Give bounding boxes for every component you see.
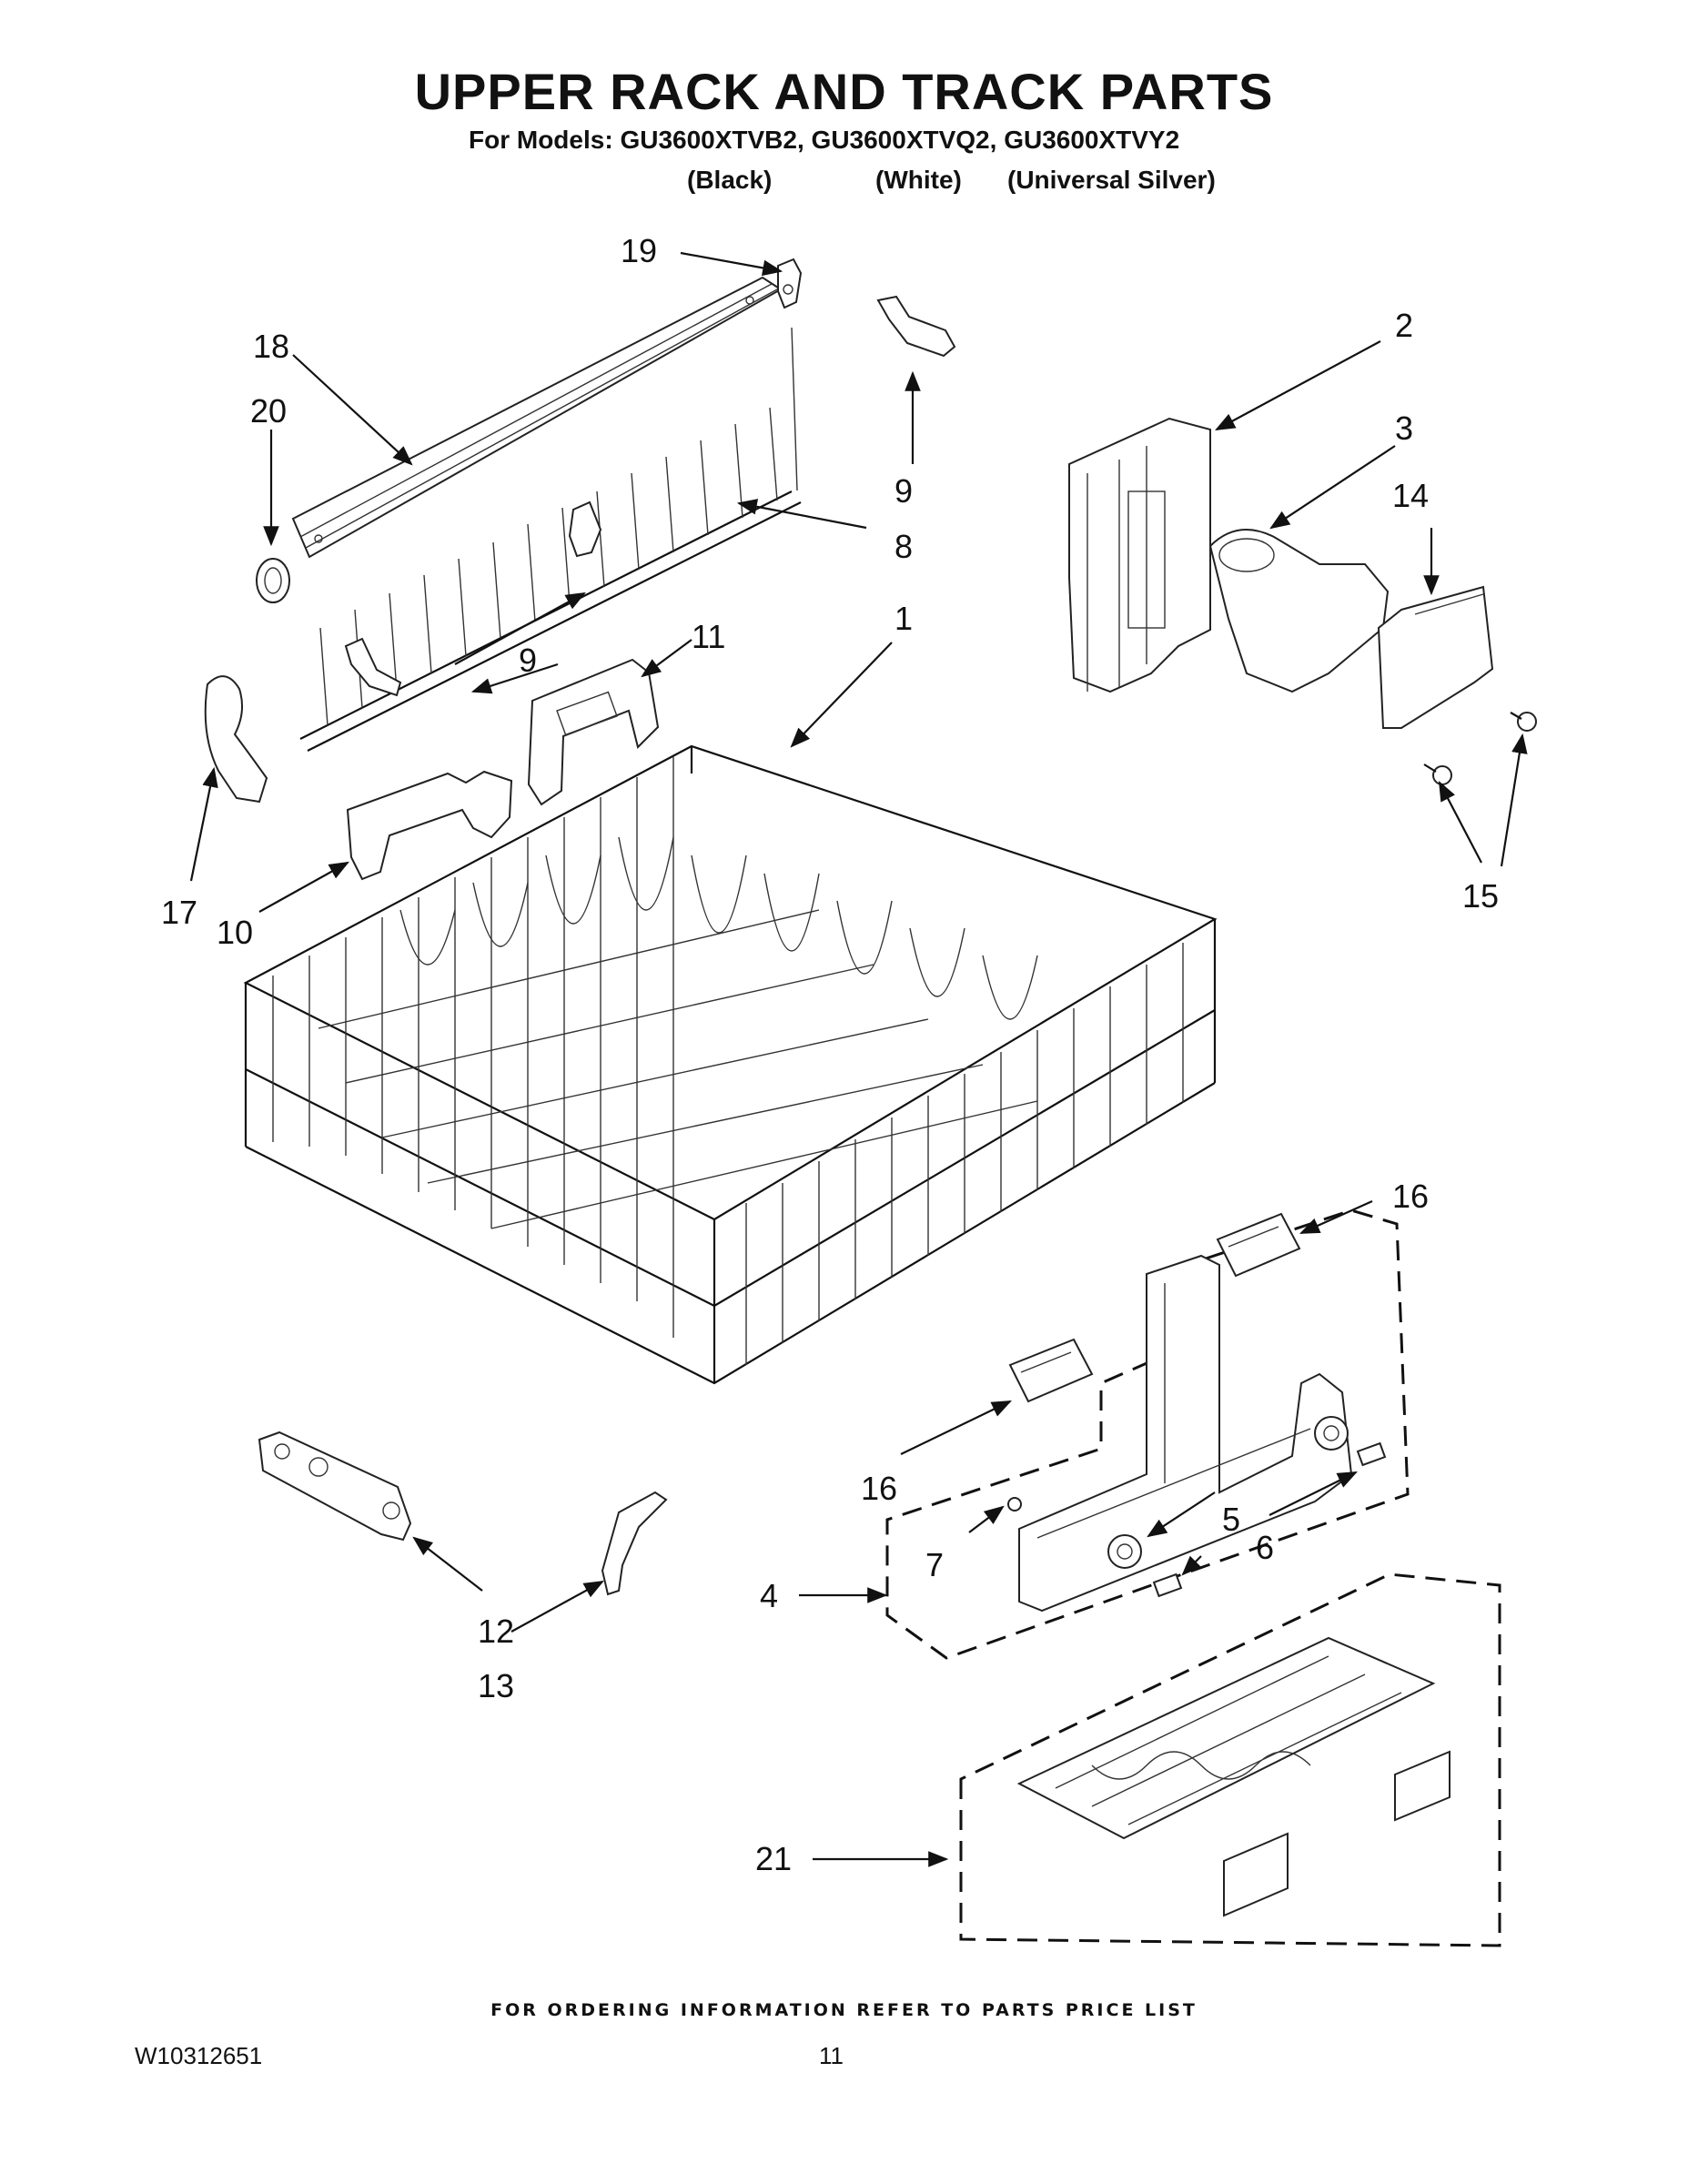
clip-part-13 [601,1491,668,1596]
page-title: UPPER RACK AND TRACK PARTS [414,63,1274,120]
callout-4: 4 [760,1577,778,1614]
tine-row-part [299,327,802,752]
rack-rail-part [291,276,783,559]
callout-12: 12 [478,1613,514,1650]
slide-part-16a [1216,1212,1301,1278]
washer-part-7 [1007,1497,1022,1512]
cover-part-14 [1377,585,1494,729]
leader-lines [189,251,1528,1867]
callout-15: 15 [1462,877,1499,915]
bracket-part-10 [346,770,513,881]
pin-part-6 [1152,1441,1387,1598]
callout-labels: 19 18 20 9 8 2 3 14 11 1 9 17 10 15 16 1… [161,232,1499,1877]
variant-black: (Black) [687,166,773,194]
end-cap-part [256,558,290,603]
models-line: For Models: GU3600XTVB2, GU3600XTVQ2, GU… [469,126,1180,154]
callout-7: 7 [925,1546,944,1583]
callout-9-mid: 9 [519,642,537,679]
rail-clip-part [777,258,803,309]
callout-8: 8 [895,528,913,565]
track-assembly-boundary [885,1208,1410,1660]
slide-part-16b [1008,1338,1094,1403]
shelf-assembly-boundary [959,1572,1501,1947]
roller-assembly-part-12 [258,1431,412,1542]
variant-white: (White) [875,166,962,194]
callout-18: 18 [253,328,289,365]
tine-clip-part-top [876,295,956,358]
document-number: W10312651 [135,2042,263,2069]
upper-rack-basket [243,744,1218,1385]
track-housing-part-2 [1068,417,1211,693]
page-number: 11 [819,2042,844,2069]
callout-21: 21 [755,1840,792,1877]
callout-17: 17 [161,894,197,931]
callout-19: 19 [621,232,657,269]
wheel-part-5 [1107,1416,1349,1569]
callout-16-upper: 16 [1392,1178,1429,1215]
variant-universal-silver: (Universal Silver) [1007,166,1216,194]
callout-10: 10 [217,914,253,951]
callout-20: 20 [250,392,287,430]
adjuster-part-3 [1208,529,1390,693]
cup-shelf-part-21 [1016,1636,1450,1917]
callout-6: 6 [1256,1529,1274,1566]
callout-3: 3 [1395,410,1413,447]
model-list: For Models: GU3600XTVB2, GU3600XTVQ2, GU… [0,126,1688,207]
callout-2: 2 [1395,307,1413,344]
bracket-part-11 [527,658,660,806]
callout-9-top: 9 [895,472,913,510]
callout-16-lower: 16 [861,1470,897,1507]
ordering-note: FOR ORDERING INFORMATION REFER TO PARTS … [490,2000,1198,2020]
track-part-4 [1018,1254,1353,1613]
callout-5: 5 [1222,1501,1240,1538]
callout-11: 11 [692,618,725,655]
screws-part-15 [1423,712,1537,785]
callout-13: 13 [478,1667,514,1704]
clip-part-17 [204,675,268,804]
callout-1: 1 [895,600,913,637]
callout-14: 14 [1392,477,1429,514]
